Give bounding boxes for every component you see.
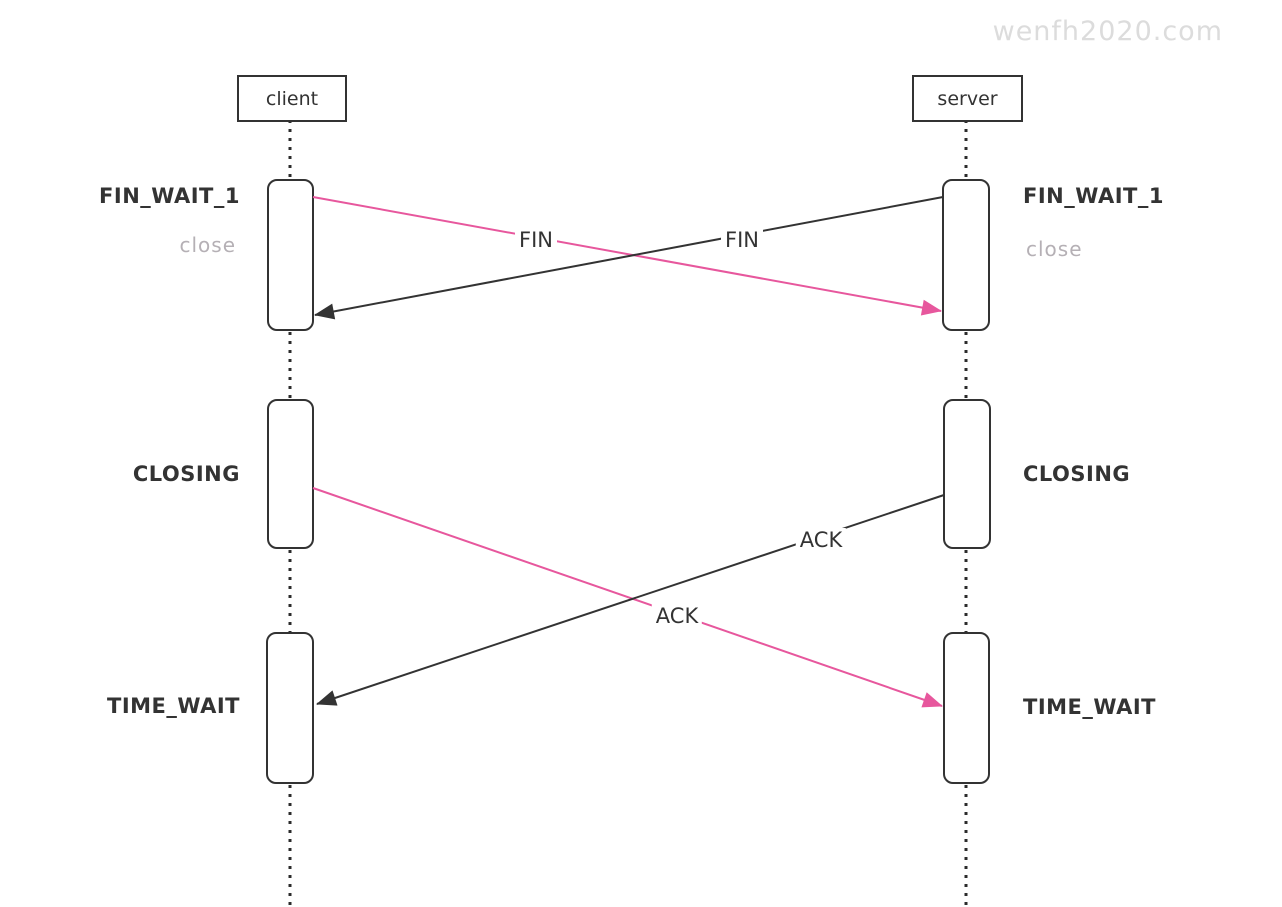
note-server-close: close bbox=[1026, 237, 1083, 261]
state-server-time-wait: TIME_WAIT bbox=[1023, 695, 1156, 719]
activation-server-closing bbox=[943, 399, 991, 549]
activation-client-closing bbox=[267, 399, 314, 549]
message-label-fin-client-to-server: FIN bbox=[515, 228, 557, 252]
state-client-fin-wait-1: FIN_WAIT_1 bbox=[99, 184, 240, 208]
activation-client-fin-wait-1 bbox=[267, 179, 314, 331]
arrow-ack-client-to-server bbox=[312, 487, 943, 708]
state-client-time-wait: TIME_WAIT bbox=[107, 694, 240, 718]
actor-label-server: server bbox=[937, 87, 998, 110]
activation-bars bbox=[266, 179, 991, 784]
activation-client-time-wait bbox=[266, 632, 314, 784]
state-client-closing: CLOSING bbox=[132, 462, 240, 486]
message-label-ack-client-to-server: ACK bbox=[651, 604, 703, 628]
message-label-ack-server-to-client: ACK bbox=[795, 528, 847, 552]
actor-label-client: client bbox=[265, 87, 319, 110]
arrow-ack-server-to-client bbox=[316, 494, 945, 706]
state-server-fin-wait-1: FIN_WAIT_1 bbox=[1023, 184, 1164, 208]
note-client-close: close bbox=[179, 233, 236, 257]
state-server-closing: CLOSING bbox=[1023, 462, 1131, 486]
message-label-fin-server-to-client: FIN bbox=[721, 228, 763, 252]
actor-box-client: client bbox=[237, 75, 347, 122]
watermark: wenfh2020.com bbox=[992, 16, 1223, 47]
arrow-fin-client-to-server bbox=[312, 196, 942, 316]
activation-server-fin-wait-1 bbox=[942, 179, 990, 331]
arrow-fin-server-to-client bbox=[314, 196, 944, 320]
activation-server-time-wait bbox=[943, 632, 990, 784]
actor-box-server: server bbox=[912, 75, 1023, 122]
